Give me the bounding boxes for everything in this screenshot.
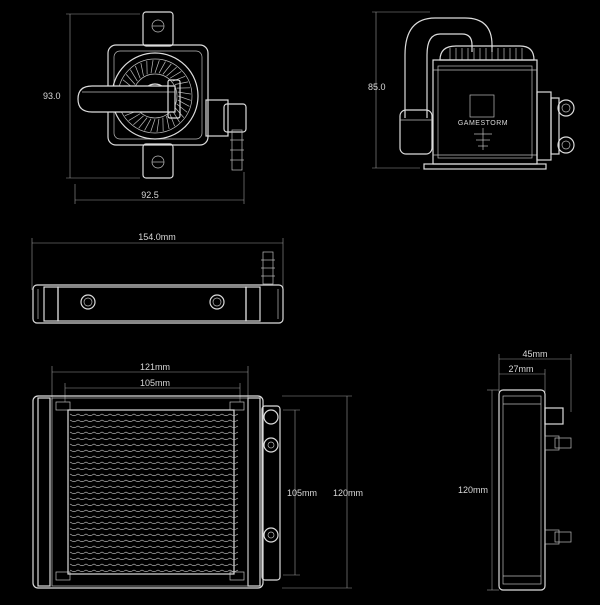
- radiator-front-width-outer-label: 121mm: [140, 362, 170, 372]
- radiator-front-width-inner-label: 105mm: [140, 378, 170, 388]
- radiator-side-view: 45mm 27mm 120mm: [458, 349, 571, 590]
- radiator-front-height-outer-label: 120mm: [333, 488, 363, 498]
- pump-top-height-label: 93.0: [43, 91, 61, 101]
- radiator-front-view: 121mm 105mm 105mm 120mm: [33, 362, 363, 588]
- radiator-top-view: 154.0mm: [32, 232, 283, 323]
- radiator-side-width-outer-label: 45mm: [522, 349, 547, 359]
- pump-top-width-label: 92.5: [141, 190, 159, 200]
- radiator-front-height-inner-label: 105mm: [287, 488, 317, 498]
- pump-side-view: GAMESTORM 85.0: [368, 12, 574, 169]
- gamestorm-logo-text: GAMESTORM: [458, 120, 508, 127]
- pump-top-view: 93.0 92.5: [43, 12, 246, 204]
- radiator-side-width-inner-label: 27mm: [508, 364, 533, 374]
- pump-side-height-label: 85.0: [368, 82, 386, 92]
- radiator-side-height-label: 120mm: [458, 485, 488, 495]
- radiator-length-label: 154.0mm: [138, 232, 176, 242]
